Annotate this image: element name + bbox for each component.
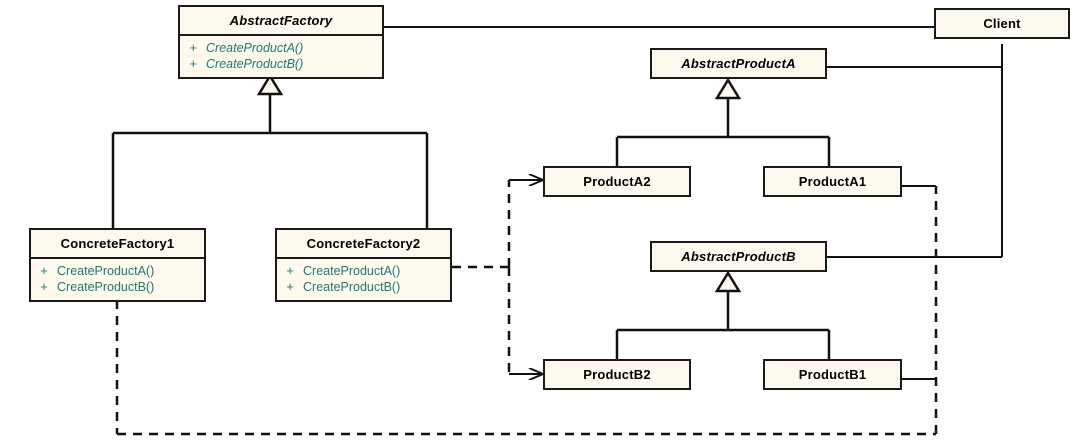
class-box-product-b1[interactable]: ProductB1 [763,359,902,390]
operation-name: CreateProductA() [206,41,304,55]
class-box-concrete-factory-1[interactable]: ConcreteFactory1 + CreateProductA() + Cr… [29,228,206,302]
operation-visibility: + [286,280,294,294]
class-box-product-b2[interactable]: ProductB2 [543,359,691,390]
generalization-product-a [615,97,831,166]
class-title-client: Client [983,16,1021,31]
operation-visibility: + [286,264,294,278]
generalization-product-b [615,290,831,359]
operation-row: + CreateProductB() [180,56,382,72]
operations-compartment-concrete-factory-2: + CreateProductA() + CreateProductB() [277,257,450,300]
class-title-product-b2: ProductB2 [583,367,651,382]
class-box-abstract-product-a[interactable]: AbstractProductA [650,48,827,79]
operation-row: + CreateProductB() [277,279,450,295]
dependency-cf1-products [115,186,938,436]
class-title-concrete-factory-2: ConcreteFactory2 [306,236,421,251]
operation-row: + CreateProductA() [31,263,204,279]
class-title-product-b1: ProductB1 [798,367,867,382]
operation-name: CreateProductB() [57,280,155,294]
class-box-product-a1[interactable]: ProductA1 [763,166,902,197]
operation-row: + CreateProductA() [180,40,382,56]
operation-visibility: + [189,57,197,71]
class-title-abstract-factory: AbstractFactory [229,13,333,28]
operation-row: + CreateProductB() [31,279,204,295]
class-title-product-a2: ProductA2 [583,174,651,189]
class-title-abstract-product-a: AbstractProductA [681,56,796,71]
operation-name: CreateProductB() [303,280,401,294]
class-box-abstract-product-b[interactable]: AbstractProductB [650,241,827,272]
operation-name: CreateProductB() [206,57,304,71]
operation-name: CreateProductA() [303,264,401,278]
hollow-triangle-abstractfactory [256,73,284,96]
assoc-client-abstractproducta [827,44,1003,67]
operation-visibility: + [40,264,48,278]
class-box-client[interactable]: Client [934,8,1070,39]
generalization-factories [111,93,429,228]
operation-row: + CreateProductA() [277,263,450,279]
class-title-concrete-factory-1: ConcreteFactory1 [60,236,175,251]
class-title-product-a1: ProductA1 [798,174,867,189]
dependency-cf2-producta2 [452,180,511,269]
operation-visibility: + [40,280,48,294]
operation-visibility: + [189,41,197,55]
class-box-concrete-factory-2[interactable]: ConcreteFactory2 + CreateProductA() + Cr… [275,228,452,302]
class-title-abstract-product-b: AbstractProductB [681,249,796,264]
operation-name: CreateProductA() [57,264,155,278]
hollow-triangle-abstractproducta [714,77,742,100]
operations-compartment-concrete-factory-1: + CreateProductA() + CreateProductB() [31,257,204,300]
operations-compartment-abstract-factory: + CreateProductA() + CreateProductB() [180,34,382,77]
class-box-abstract-factory[interactable]: AbstractFactory + CreateProductA() + Cre… [178,5,384,79]
assoc-client-abstractproductb [827,67,1003,257]
class-box-product-a2[interactable]: ProductA2 [543,166,691,197]
hollow-triangle-abstractproductb [714,270,742,293]
